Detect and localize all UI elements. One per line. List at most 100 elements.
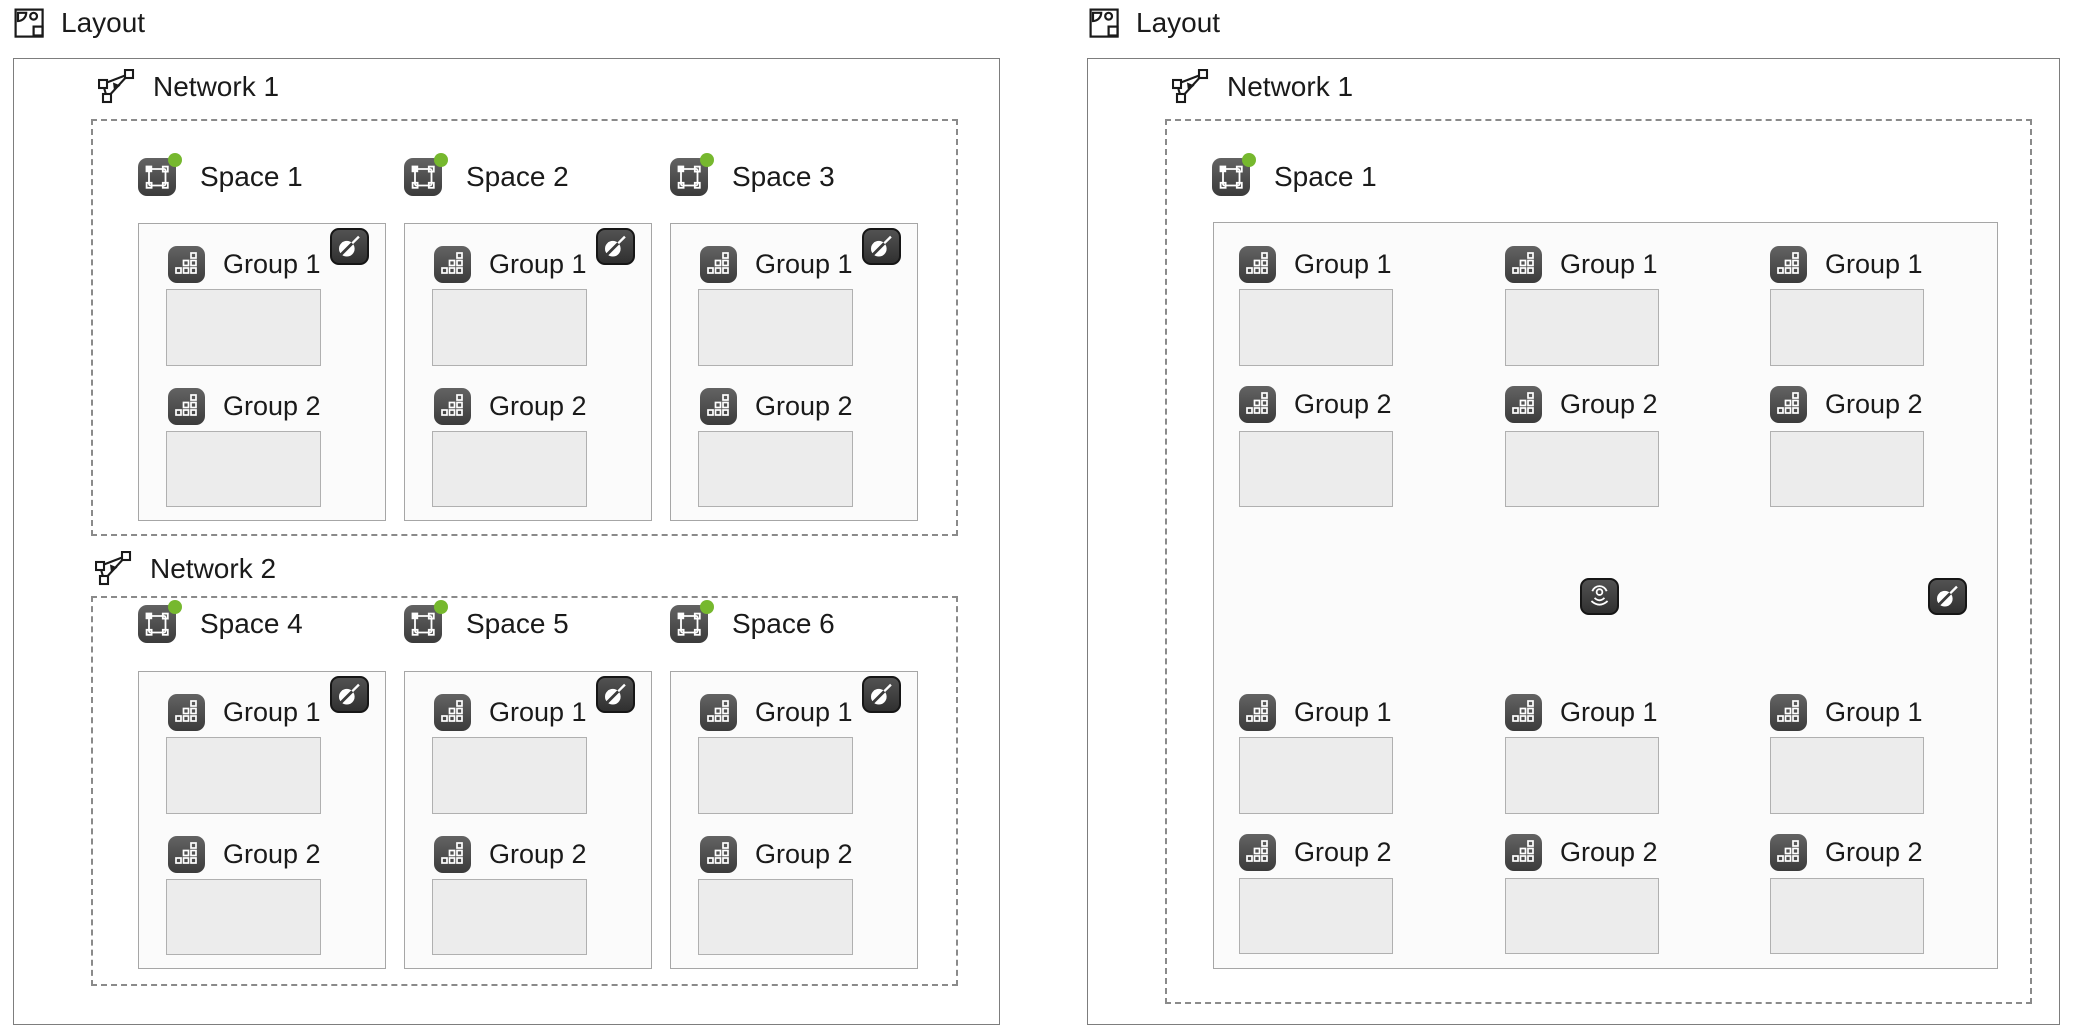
switch-icon[interactable] <box>330 676 369 713</box>
switch-icon[interactable] <box>330 228 369 265</box>
network-header[interactable]: Network 2 <box>95 551 276 587</box>
network-region: Space 1 Group 1 Group 1 Group 1 <box>1165 119 2032 1004</box>
group-name: Group 1 <box>489 697 587 727</box>
group-name: Group 2 <box>755 391 853 421</box>
group-canvas-placeholder[interactable] <box>1239 431 1393 507</box>
group-icon <box>1239 246 1276 283</box>
group-icon <box>700 694 737 731</box>
group-canvas-placeholder[interactable] <box>1770 737 1924 814</box>
space-box[interactable]: Group 1 Group 2 <box>138 223 386 521</box>
group-canvas-placeholder[interactable] <box>1505 289 1659 366</box>
group-icon <box>1770 834 1807 871</box>
switch-icon[interactable] <box>596 228 635 265</box>
group-name: Group 1 <box>489 249 587 279</box>
group-name: Group 2 <box>1294 837 1392 867</box>
space-name: Space 2 <box>466 161 569 192</box>
switch-icon[interactable] <box>862 676 901 713</box>
group-canvas-placeholder[interactable] <box>1239 737 1393 814</box>
switch-icon[interactable] <box>596 676 635 713</box>
space-name: Space 1 <box>1274 161 1377 192</box>
group-header[interactable]: Group 1 <box>1770 246 1923 283</box>
group-header[interactable]: Group 1 <box>1239 246 1392 283</box>
group-header[interactable]: Group 1 <box>1505 694 1658 731</box>
online-status-dot <box>168 600 182 614</box>
group-header[interactable]: Group 1 <box>168 246 321 283</box>
group-canvas-placeholder[interactable] <box>166 431 321 507</box>
group-canvas-placeholder[interactable] <box>1770 431 1924 507</box>
group-canvas-placeholder[interactable] <box>1770 289 1924 366</box>
group-canvas-placeholder[interactable] <box>432 431 587 507</box>
group-canvas-placeholder[interactable] <box>166 289 321 366</box>
group-header[interactable]: Group 1 <box>168 694 321 731</box>
space-box[interactable]: Group 1 Group 1 Group 1 Group 2 <box>1213 222 1998 969</box>
group-header[interactable]: Group 1 <box>700 694 853 731</box>
switch-icon[interactable] <box>862 228 901 265</box>
group-canvas-placeholder[interactable] <box>166 879 321 955</box>
group-header[interactable]: Group 1 <box>434 694 587 731</box>
group-canvas-placeholder[interactable] <box>432 879 587 955</box>
space-box[interactable]: Group 1 Group 2 <box>404 671 652 969</box>
group-icon <box>1239 694 1276 731</box>
group-header[interactable]: Group 2 <box>700 836 853 873</box>
group-icon <box>434 836 471 873</box>
group-name: Group 1 <box>1560 697 1658 727</box>
group-icon <box>434 388 471 425</box>
group-canvas-placeholder[interactable] <box>166 737 321 814</box>
space-header[interactable]: Space 6 <box>670 600 835 643</box>
group-header[interactable]: Group 1 <box>1239 694 1392 731</box>
space-header[interactable]: Space 1 <box>1212 153 1377 196</box>
space-box[interactable]: Group 1 Group 2 <box>404 223 652 521</box>
group-header[interactable]: Group 1 <box>700 246 853 283</box>
network-header[interactable]: Network 1 <box>1172 69 1353 105</box>
network-name: Network 1 <box>153 71 280 102</box>
group-icon <box>168 246 205 283</box>
group-canvas-placeholder[interactable] <box>1505 737 1659 814</box>
group-header[interactable]: Group 2 <box>434 836 587 873</box>
group-name: Group 1 <box>1560 249 1658 279</box>
group-canvas-placeholder[interactable] <box>698 879 853 955</box>
space-header[interactable]: Space 1 <box>138 153 303 196</box>
network-name: Network 2 <box>150 553 277 584</box>
group-header[interactable]: Group 2 <box>1505 386 1658 423</box>
group-header[interactable]: Group 2 <box>1239 834 1392 871</box>
group-header[interactable]: Group 1 <box>1505 246 1658 283</box>
space-header[interactable]: Space 3 <box>670 153 835 196</box>
group-header[interactable]: Group 2 <box>168 388 321 425</box>
group-canvas-placeholder[interactable] <box>698 431 853 507</box>
group-header[interactable]: Group 2 <box>700 388 853 425</box>
group-canvas-placeholder[interactable] <box>698 289 853 366</box>
group-header[interactable]: Group 2 <box>434 388 587 425</box>
sensor-icon[interactable] <box>1580 578 1619 615</box>
space-box[interactable]: Group 1 Group 2 <box>670 671 918 969</box>
group-canvas-placeholder[interactable] <box>698 737 853 814</box>
group-name: Group 2 <box>223 839 321 869</box>
group-canvas-placeholder[interactable] <box>1505 878 1659 954</box>
group-header[interactable]: Group 2 <box>1239 386 1392 423</box>
space-header[interactable]: Space 4 <box>138 600 303 643</box>
group-header[interactable]: Group 2 <box>1770 386 1923 423</box>
group-canvas-placeholder[interactable] <box>1239 878 1393 954</box>
group-canvas-placeholder[interactable] <box>432 737 587 814</box>
switch-icon[interactable] <box>1928 578 1967 615</box>
space-box[interactable]: Group 1 Group 2 <box>670 223 918 521</box>
group-icon <box>1770 386 1807 423</box>
group-name: Group 2 <box>489 839 587 869</box>
space-name: Space 5 <box>466 608 569 639</box>
group-canvas-placeholder[interactable] <box>1505 431 1659 507</box>
group-header[interactable]: Group 2 <box>168 836 321 873</box>
group-header[interactable]: Group 1 <box>434 246 587 283</box>
group-canvas-placeholder[interactable] <box>1770 878 1924 954</box>
online-status-dot <box>434 153 448 167</box>
space-header[interactable]: Space 2 <box>404 153 569 196</box>
group-header[interactable]: Group 1 <box>1770 694 1923 731</box>
network-header[interactable]: Network 1 <box>98 69 279 105</box>
network-icon <box>95 551 133 587</box>
group-header[interactable]: Group 2 <box>1770 834 1923 871</box>
space-name: Space 3 <box>732 161 835 192</box>
group-header[interactable]: Group 2 <box>1505 834 1658 871</box>
group-name: Group 1 <box>1825 697 1923 727</box>
group-canvas-placeholder[interactable] <box>1239 289 1393 366</box>
space-header[interactable]: Space 5 <box>404 600 569 643</box>
group-canvas-placeholder[interactable] <box>432 289 587 366</box>
space-box[interactable]: Group 1 Group 2 <box>138 671 386 969</box>
